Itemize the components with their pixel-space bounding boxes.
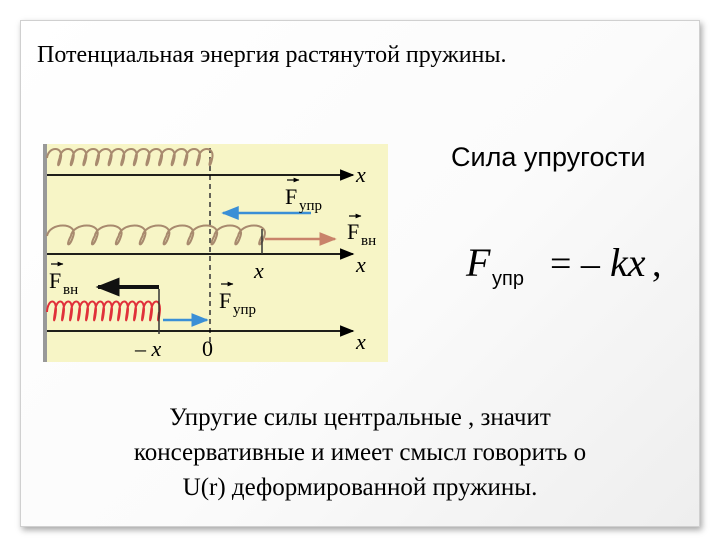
f-vn-sub-2: вн <box>63 282 78 298</box>
f-vn-label-2: F <box>49 268 61 293</box>
slide-title: Потенциальная энергия растянутой пружины… <box>37 42 507 68</box>
elastic-force-heading: Сила упругости <box>451 142 646 172</box>
body-line-2: консервативные и имеет смысл говорить о <box>133 439 587 466</box>
formula-eq: = – <box>550 243 601 285</box>
formula-kx: kx <box>610 240 646 285</box>
zero-label: 0 <box>202 336 213 361</box>
wall <box>43 144 47 362</box>
f-upr-label-1: F <box>285 184 297 209</box>
spring-stretched <box>46 224 266 246</box>
diagram-background <box>43 144 388 362</box>
spring-diagram: x x x F упр F вн x F вн F упр – x 0 <box>43 144 388 362</box>
hooke-formula: F упр = – kx , <box>465 240 662 290</box>
formula-sub: упр <box>492 268 524 290</box>
body-line-1: Упругие силы центральные , значит <box>169 404 551 431</box>
axis-label-x-1: x <box>355 162 366 187</box>
formula-F: F <box>465 240 491 285</box>
f-vn-sub-1: вн <box>361 233 376 249</box>
spring-compressed <box>46 300 161 322</box>
axis-label-x-2: x <box>355 252 366 277</box>
x-value-label: x <box>253 258 264 283</box>
formula-comma: , <box>652 243 662 285</box>
f-vn-label-1: F <box>347 219 359 244</box>
neg-x-label: – x <box>134 336 162 361</box>
spring-relaxed <box>46 148 214 167</box>
body-text: Упругие силы центральные , значит консер… <box>30 400 690 505</box>
body-line-3: U(r) деформированной пружины. <box>182 474 538 501</box>
f-upr-sub-1: упр <box>299 198 322 214</box>
f-upr-label-2: F <box>219 288 231 313</box>
axis-label-x-3: x <box>355 329 366 354</box>
f-upr-sub-2: упр <box>233 302 256 318</box>
